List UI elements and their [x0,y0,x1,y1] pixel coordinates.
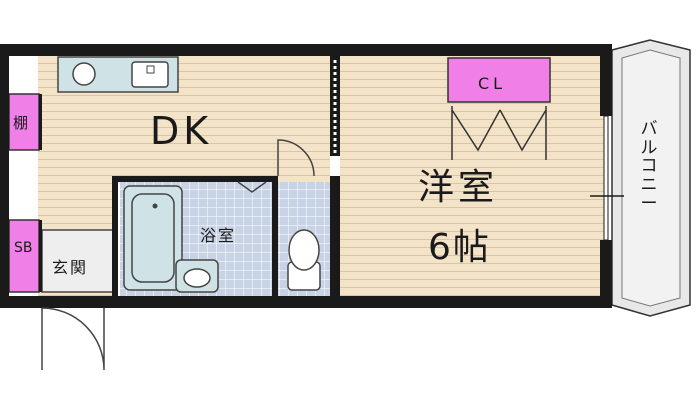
entrance-door [41,307,105,371]
dk-label: DK [150,109,213,153]
western-room-size: 6帖 [428,227,491,268]
shoe-box [8,219,40,293]
closet [447,57,551,160]
shoe-box-label: SB [14,240,33,256]
bathroom-label: 浴室 [200,226,237,245]
balcony [611,39,691,317]
western-room-label: 洋室 [418,167,499,208]
closet-label: CL [478,74,507,93]
walls [0,44,612,308]
toilet [287,229,321,291]
entrance-floor [41,229,115,293]
kitchen-counter [57,56,179,93]
entrance-label: 玄関 [52,258,89,277]
bathtub [123,185,183,291]
balcony-label: バルコニー [640,119,658,214]
bath-door [277,139,315,177]
ventilation-mark [237,181,267,193]
washbasin [175,259,219,293]
shelf [8,93,40,151]
shelf-label: 棚 [13,114,29,132]
window [603,115,609,241]
